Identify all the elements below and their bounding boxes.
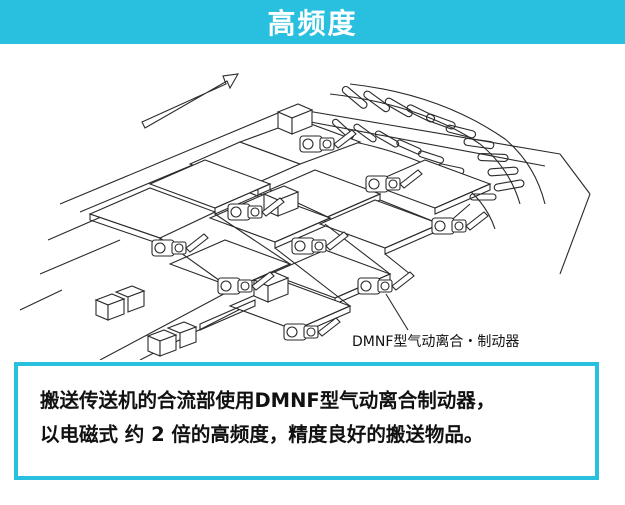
caption-line-2: 以电磁式 约 2 倍的高频度，精度良好的搬送物品。 bbox=[40, 423, 484, 446]
callout-label: DMNF型气动离合・制动器 bbox=[352, 333, 519, 350]
page-title: 高频度 bbox=[267, 7, 358, 40]
caption-box: 搬送传送机的合流部使用DMNF型气动离合制动器， 以电磁式 约 2 倍的高频度，… bbox=[14, 362, 599, 480]
clutch-brake-units bbox=[151, 129, 489, 341]
conveyor-diagram: DMNF型气动离合・制动器 bbox=[0, 44, 625, 361]
conveyor-illustration: DMNF型气动离合・制动器 bbox=[19, 73, 591, 361]
conveyor-lines bbox=[19, 73, 591, 361]
caption-line-1: 搬送传送机的合流部使用DMNF型气动离合制动器， bbox=[40, 389, 496, 412]
page-title-bar: 高频度 bbox=[0, 0, 625, 44]
